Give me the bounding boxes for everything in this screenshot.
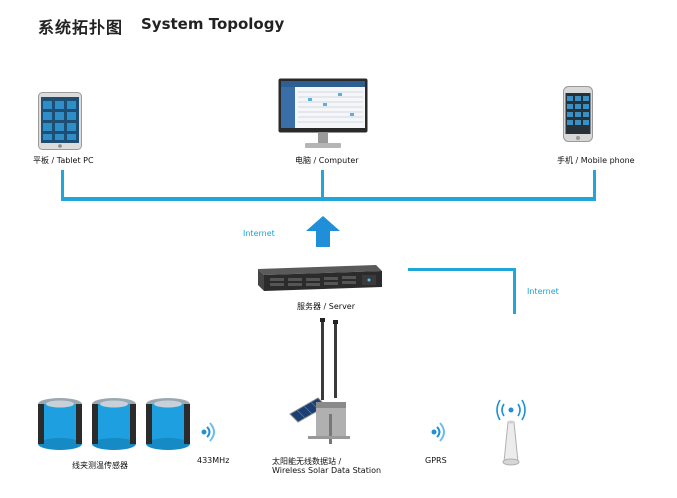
computer-drop-line: [321, 170, 324, 200]
tablet-icon: [38, 92, 82, 150]
upload-arrow-icon: [306, 216, 340, 247]
gprs-signal-icon: [431, 422, 445, 442]
phone-icon: [563, 86, 593, 142]
phone-drop-line: [593, 170, 596, 200]
solar-station-icon: [289, 318, 350, 444]
tablet-label: 平板 / Tablet PC: [33, 156, 94, 165]
server-label: 服务器 / Server: [297, 302, 356, 311]
internet-label-right: Internet: [527, 287, 559, 296]
title-cn: 系统拓扑图: [38, 18, 124, 37]
gprs-label: GPRS: [425, 456, 447, 465]
computer-icon: [278, 78, 368, 148]
radio-label: 433MHz: [197, 456, 230, 465]
computer-label: 电脑 / Computer: [295, 156, 359, 165]
server-icon: [258, 265, 382, 291]
station-label-cn: 太阳能无线数据站 /: [272, 457, 342, 466]
station-label-en: Wireless Solar Data Station: [272, 466, 382, 475]
title-en: System Topology: [141, 15, 285, 33]
server-to-gprs-line-v: [513, 268, 516, 314]
server-to-gprs-line-h: [408, 268, 514, 271]
internet-label-left: Internet: [243, 229, 275, 238]
base-station-icon: [496, 399, 526, 466]
top-bus-line: [61, 197, 596, 201]
phone-label: 手机 / Mobile phone: [557, 156, 635, 165]
wireless-signal-icon: [201, 422, 215, 442]
tablet-drop-line: [61, 170, 64, 200]
sensor-label: 线夹测温传感器: [72, 461, 128, 470]
sensor-group-icon: [38, 398, 190, 450]
